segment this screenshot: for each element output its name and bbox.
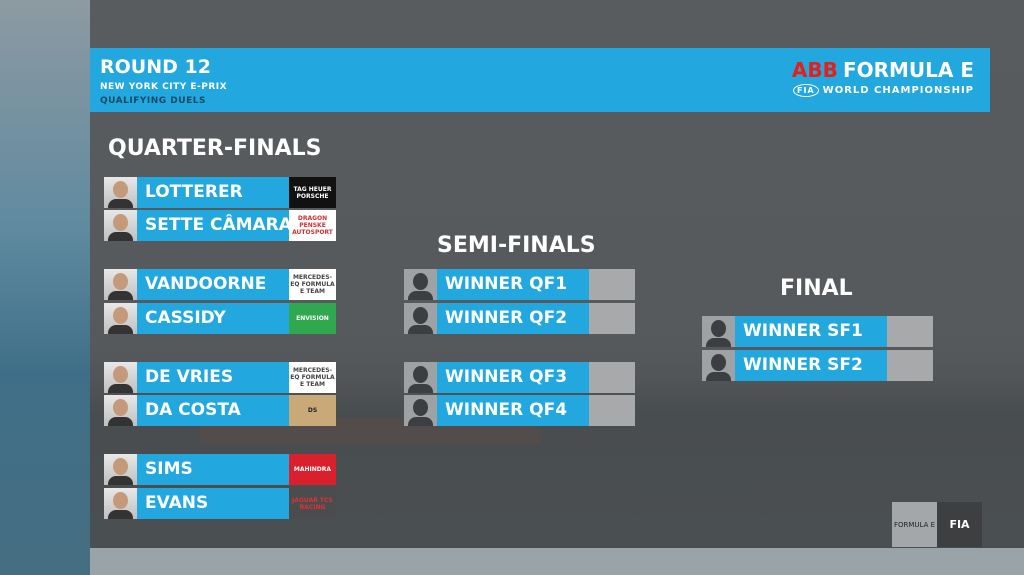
- slot-label: WINNER QF2: [437, 303, 589, 334]
- driver-row: EVANS JAGUAR TCS RACING: [104, 488, 336, 519]
- driver-row: LOTTERER TAG HEUER PORSCHE: [104, 177, 336, 208]
- driver-name: DA COSTA: [137, 395, 289, 426]
- background-harbor: [0, 0, 90, 575]
- driver-row: DA COSTA DS: [104, 395, 336, 426]
- slot-label: WINNER QF3: [437, 362, 589, 393]
- driver-photo: [104, 210, 137, 241]
- driver-name: SETTE CÂMARA: [137, 210, 292, 241]
- round-title: ROUND 12: [100, 56, 211, 78]
- team-logo-placeholder: [887, 316, 933, 347]
- slot-label: WINNER SF1: [735, 316, 887, 347]
- slot-label: WINNER QF1: [437, 269, 589, 300]
- team-logo-placeholder: [589, 303, 635, 334]
- driver-row: CASSIDY ENVISION: [104, 303, 336, 334]
- driver-photo: [104, 488, 137, 519]
- team-logo: MAHINDRA: [289, 454, 336, 485]
- semi-finals-title: SEMI-FINALS: [437, 233, 596, 258]
- team-logo: ENVISION: [289, 303, 336, 334]
- silhouette-icon: [404, 269, 437, 300]
- driver-photo: [104, 362, 137, 393]
- formula-e-label: FORMULA E: [893, 520, 936, 529]
- driver-row: SIMS MAHINDRA: [104, 454, 336, 485]
- driver-name: VANDOORNE: [137, 269, 289, 300]
- formula-e-corner-logo: FORMULA E: [892, 502, 937, 547]
- driver-photo: [104, 395, 137, 426]
- bracket-slot: WINNER SF1: [702, 316, 933, 347]
- team-logo-placeholder: [589, 395, 635, 426]
- fia-icon: FIA: [793, 84, 819, 97]
- bracket-slot: WINNER QF2: [404, 303, 635, 334]
- championship-label: WORLD CHAMPIONSHIP: [822, 85, 974, 96]
- driver-photo: [104, 269, 137, 300]
- driver-name: LOTTERER: [137, 177, 289, 208]
- fia-label: FIA: [949, 518, 970, 531]
- final-title: FINAL: [780, 276, 853, 301]
- driver-row: DE VRIES MERCEDES-EQ FORMULA E TEAM: [104, 362, 336, 393]
- slot-label: WINNER SF2: [735, 350, 887, 381]
- team-logo: DS: [289, 395, 336, 426]
- team-logo: MERCEDES-EQ FORMULA E TEAM: [289, 269, 336, 300]
- background-water: [90, 548, 1024, 575]
- driver-name: SIMS: [137, 454, 289, 485]
- event-name: NEW YORK CITY E-PRIX: [100, 82, 228, 92]
- driver-name: CASSIDY: [137, 303, 289, 334]
- bracket-slot: WINNER QF4: [404, 395, 635, 426]
- driver-photo: [104, 303, 137, 334]
- bracket-slot: WINNER QF1: [404, 269, 635, 300]
- series-name: FORMULA E: [842, 58, 974, 82]
- silhouette-icon: [702, 350, 735, 381]
- slot-label: WINNER QF4: [437, 395, 589, 426]
- quarter-finals-title: QUARTER-FINALS: [108, 136, 322, 161]
- driver-name: DE VRIES: [137, 362, 289, 393]
- driver-name: EVANS: [137, 488, 289, 519]
- silhouette-icon: [404, 303, 437, 334]
- team-logo-placeholder: [589, 362, 635, 393]
- silhouette-icon: [404, 362, 437, 393]
- team-logo-placeholder: [887, 350, 933, 381]
- driver-row: SETTE CÂMARA DRAGON PENSKE AUTOSPORT: [104, 210, 336, 241]
- abb-logo: ABB: [791, 58, 838, 82]
- bracket-slot: WINNER SF2: [702, 350, 933, 381]
- fia-corner-logo: FIA: [937, 502, 982, 547]
- team-logo: DRAGON PENSKE AUTOSPORT: [289, 210, 336, 241]
- team-logo: MERCEDES-EQ FORMULA E TEAM: [289, 362, 336, 393]
- session-name: QUALIFYING DUELS: [100, 96, 206, 106]
- header-bar: ROUND 12 NEW YORK CITY E-PRIX QUALIFYING…: [90, 48, 990, 112]
- team-logo: JAGUAR TCS RACING: [289, 488, 336, 519]
- silhouette-icon: [404, 395, 437, 426]
- bracket-slot: WINNER QF3: [404, 362, 635, 393]
- team-logo: TAG HEUER PORSCHE: [289, 177, 336, 208]
- driver-photo: [104, 454, 137, 485]
- driver-photo: [104, 177, 137, 208]
- driver-row: VANDOORNE MERCEDES-EQ FORMULA E TEAM: [104, 269, 336, 300]
- team-logo-placeholder: [589, 269, 635, 300]
- silhouette-icon: [702, 316, 735, 347]
